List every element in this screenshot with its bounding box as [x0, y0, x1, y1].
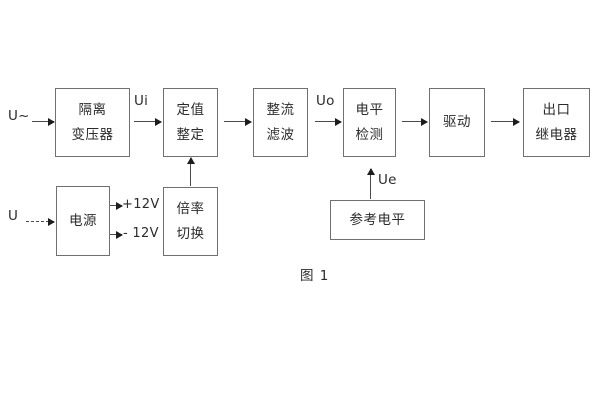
block-multiplier-switch-line-2: 切换	[176, 226, 205, 242]
block-level-detection-line-2: 检测	[355, 127, 384, 143]
block-drive: 驱动	[429, 88, 485, 157]
block-power-supply: 电源	[56, 186, 110, 256]
rail-negative-label: - 12V	[123, 226, 159, 241]
block-level-detection: 电平 检测	[343, 88, 396, 157]
signal-ue-label: Ue	[378, 172, 397, 188]
arrow-reference-level-to-level-detection	[370, 169, 372, 199]
block-output-relay-line-1: 出口	[542, 101, 571, 118]
block-multiplier-switch-line-1: 倍率	[176, 200, 205, 217]
arrow-input-dc-to-power-supply	[26, 221, 54, 222]
block-rectify-filter: 整流 滤波	[253, 88, 308, 157]
block-rectify-filter-line-1: 整流	[266, 101, 295, 118]
block-level-detection-line-1: 电平	[355, 101, 384, 118]
arrow-setting-value-to-rectify-filter	[224, 121, 251, 123]
block-power-supply-line-1: 电源	[69, 212, 97, 229]
block-output-relay: 出口 继电器	[523, 88, 590, 157]
block-isolation-transformer-line-1: 隔离	[78, 101, 107, 118]
arrow-power-supply-rail-negative	[110, 234, 122, 236]
arrow-power-supply-rail-positive	[110, 205, 122, 207]
block-output-relay-line-2: 继电器	[535, 127, 578, 143]
input-dc-label: U	[8, 208, 19, 224]
figure-caption: 图 1	[300, 268, 330, 284]
rail-positive-label: +12V	[122, 197, 160, 212]
block-multiplier-switch: 倍率 切换	[163, 187, 218, 256]
arrow-level-detection-to-drive	[402, 121, 427, 123]
block-setting-value-line-2: 整定	[176, 127, 205, 143]
block-drive-line-1: 驱动	[443, 114, 471, 131]
arrow-input-ac-to-isolation-transformer	[32, 121, 54, 123]
signal-ui-label: Ui	[134, 93, 149, 109]
block-isolation-transformer: 隔离 变压器	[55, 88, 130, 157]
input-ac-label: U~	[8, 108, 30, 124]
signal-uo-label: Uo	[316, 93, 335, 109]
arrow-rectify-filter-to-level-detection	[315, 121, 341, 123]
block-rectify-filter-line-2: 滤波	[266, 127, 295, 143]
arrow-isolation-transformer-to-setting-value	[134, 121, 161, 123]
block-isolation-transformer-line-2: 变压器	[71, 127, 114, 143]
block-reference-level: 参考电平	[330, 200, 425, 240]
arrow-multiplier-switch-to-setting-value	[190, 158, 192, 186]
arrow-drive-to-output-relay	[491, 121, 519, 123]
block-setting-value: 定值 整定	[163, 88, 218, 157]
block-setting-value-line-1: 定值	[176, 101, 205, 118]
block-reference-level-line-1: 参考电平	[349, 211, 406, 228]
